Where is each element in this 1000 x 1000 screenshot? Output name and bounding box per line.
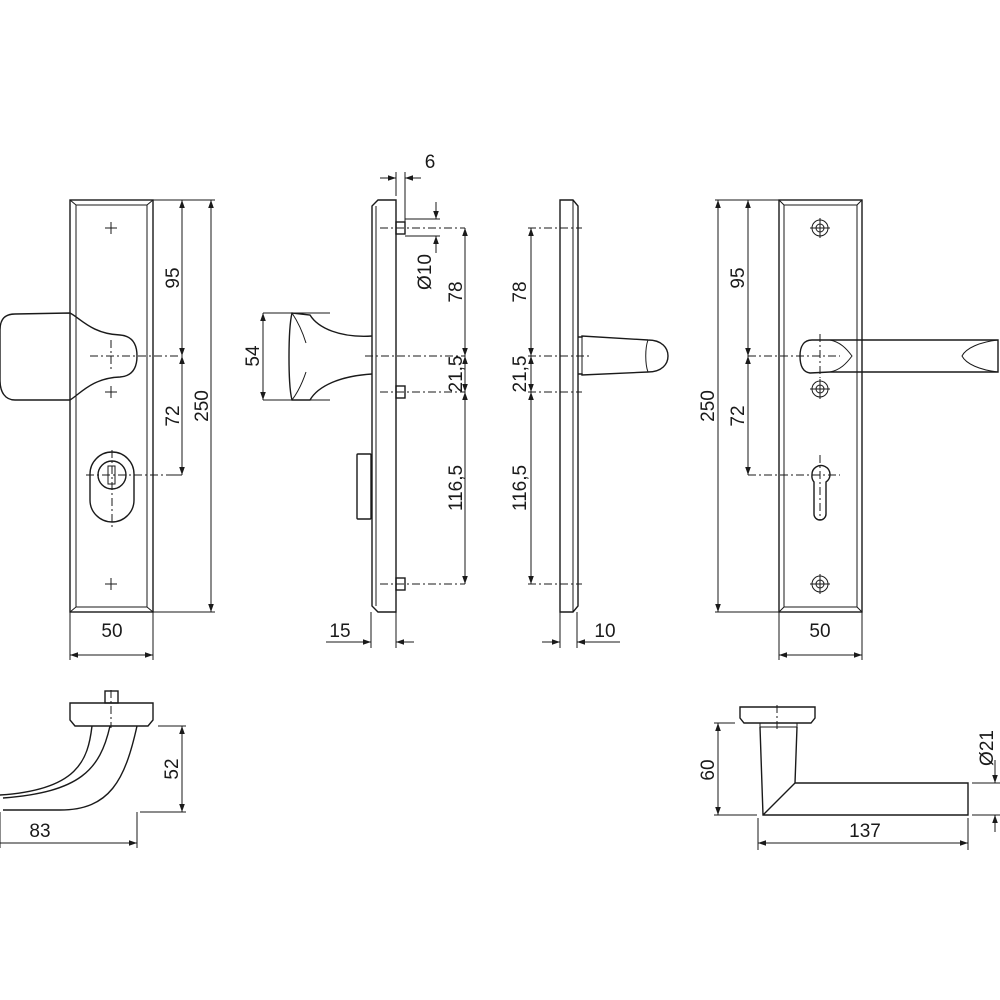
- backplate-side: [559, 199, 579, 613]
- backplate: [778, 199, 863, 613]
- dim-54: 54: [243, 345, 264, 367]
- knob-side: [288, 312, 373, 401]
- dim-50: 50: [101, 621, 122, 642]
- dim-50: 50: [809, 621, 830, 642]
- dim-250: 250: [192, 390, 213, 422]
- dim-dia-21: Ø21: [977, 730, 998, 766]
- dim-21-5: 21,5: [446, 356, 467, 393]
- dim-21-5: 21,5: [510, 356, 531, 393]
- lever: [799, 339, 999, 374]
- knob: [0, 312, 138, 401]
- dim-95: 95: [728, 267, 749, 288]
- dim-83: 83: [29, 821, 50, 842]
- dim-72: 72: [728, 405, 749, 426]
- lever-profile: [759, 726, 969, 816]
- dim-60: 60: [698, 759, 719, 780]
- dim-116-5: 116,5: [510, 465, 531, 511]
- screw-mark-icon: [105, 222, 117, 590]
- lever-top-view: 60 137 Ø21: [698, 705, 1000, 850]
- cylinder-hole: [811, 464, 831, 521]
- dim-78: 78: [510, 281, 531, 302]
- dim-78: 78: [446, 281, 467, 302]
- dim-10: 10: [594, 621, 615, 642]
- knob-top-view: 52 83: [0, 690, 186, 848]
- dim-52: 52: [162, 758, 183, 779]
- dim-dia-10: Ø10: [415, 254, 436, 290]
- dim-137: 137: [849, 821, 881, 842]
- dim-95: 95: [163, 267, 184, 288]
- lever-side: [578, 335, 669, 376]
- dim-250: 250: [698, 390, 719, 422]
- side-lever-view: 78 21,5 116,5 10: [510, 199, 669, 648]
- dim-6: 6: [425, 152, 436, 173]
- dim-116-5: 116,5: [446, 465, 467, 511]
- dim-72: 72: [163, 405, 184, 426]
- dim-15: 15: [329, 621, 350, 642]
- front-knob-view: 95 72 250 50: [0, 199, 215, 660]
- screw-icon: [810, 218, 830, 594]
- backplate: [69, 199, 154, 613]
- side-knob-view: 6 Ø10 78 21,5 116,5 54 15: [243, 152, 468, 648]
- knob-profile: [0, 725, 138, 811]
- front-lever-view: 250 95 72 50: [698, 199, 999, 660]
- backplate-side: [371, 199, 397, 613]
